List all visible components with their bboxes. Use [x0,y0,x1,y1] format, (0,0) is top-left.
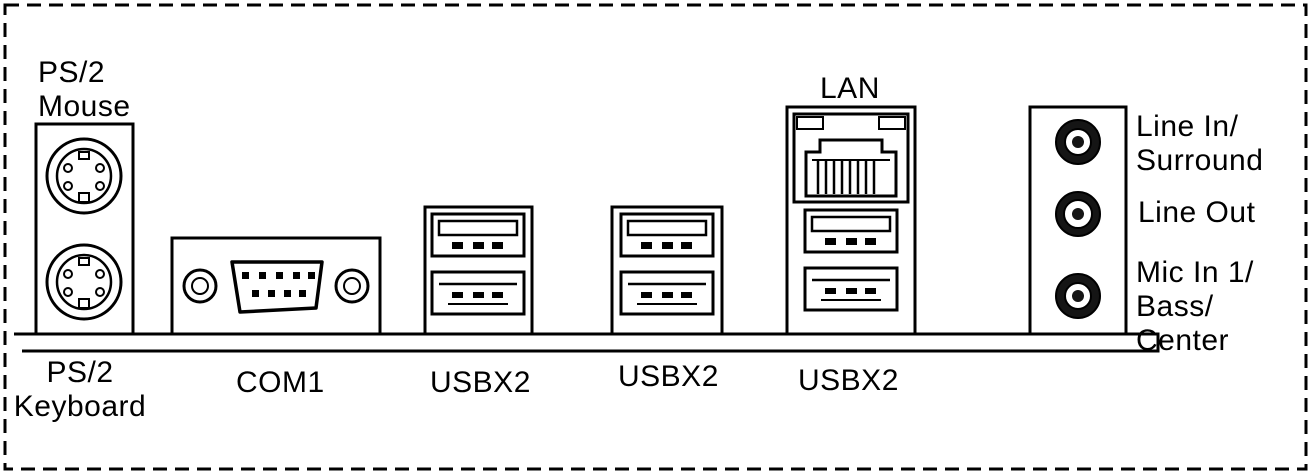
usb-block-2 [610,205,724,336]
lan-port-icon [792,112,910,204]
usb-port-icon [619,212,715,258]
mic-in-jack-icon [1055,273,1101,319]
usb-group-1-label: USBX2 [430,366,531,399]
audio-jack-block [1028,105,1128,336]
line-out-label: Line Out [1138,196,1256,229]
line-in-label: Line In/ Surround [1136,110,1264,177]
usb-port-icon [430,212,526,258]
dashed-border [3,3,1308,471]
panel-baseline [14,332,1160,353]
lan-label: LAN [820,72,880,105]
usb-port-icon [803,208,899,254]
line-out-jack-icon [1055,191,1101,237]
ps2-mouse-label: PS/2 Mouse [38,56,131,123]
com1-screw-right [334,268,370,304]
com1-label: COM1 [236,366,325,399]
usb-group-3-label: USBX2 [798,364,899,397]
ps2-keyboard-label: PS/2 Keyboard [13,356,147,423]
line-in-jack-icon [1055,119,1101,165]
ps2-keyboard-connector-icon [45,243,123,321]
ps2-connector-block [34,122,135,336]
usb-port-icon [803,266,899,312]
mic-in-label: Mic In 1/ Bass/ Center [1136,256,1254,357]
usb-block-1 [423,205,534,336]
ps2-mouse-connector-icon [45,137,123,215]
com1-connector-icon [170,236,382,336]
lan-usb-block [785,105,917,336]
com1-screw-left [182,268,218,304]
usb-port-icon [619,270,715,316]
usb-port-icon [430,270,526,316]
usb-group-2-label: USBX2 [618,360,719,393]
